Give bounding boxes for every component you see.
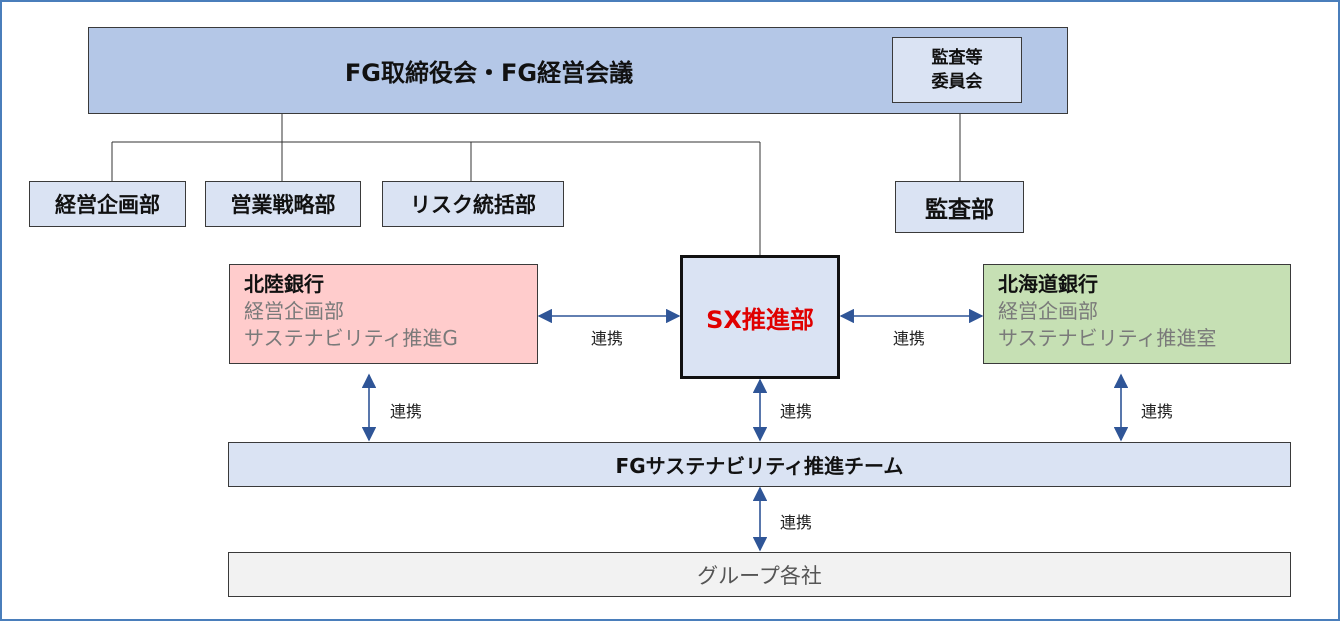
- audit-committee-line2: 委員会: [931, 72, 983, 92]
- collaboration-arrows: [361, 308, 1129, 552]
- fg-sustainability-team-box: FGサステナビリティ推進チーム: [228, 442, 1291, 487]
- dept-planning-box: 経営企画部: [29, 181, 186, 227]
- link-label-hokuriku-team: 連携: [390, 402, 423, 421]
- link-label-sx-team: 連携: [780, 402, 813, 421]
- fg-board-title: FG取締役会・FG経営会議: [344, 59, 634, 87]
- hokkaido-bank-box: 北海道銀行 経営企画部 サステナビリティ推進室: [983, 264, 1291, 364]
- hokuriku-bank-name: 北陸銀行: [244, 272, 324, 296]
- dept-risk-box: リスク統括部: [382, 181, 564, 227]
- sx-dept-box: SX推進部: [680, 255, 840, 379]
- org-tree-lines: [111, 103, 961, 255]
- hokkaido-bank-name: 北海道銀行: [998, 272, 1098, 296]
- audit-committee-line1: 監査等: [931, 48, 983, 68]
- dept-sales-box: 営業戦略部: [205, 181, 361, 227]
- hokkaido-bank-unit: サステナビリティ推進室: [998, 326, 1217, 350]
- hokuriku-bank-unit: サステナビリティ推進G: [244, 326, 458, 350]
- hokuriku-bank-box: 北陸銀行 経営企画部 サステナビリティ推進G: [229, 264, 538, 364]
- hokuriku-bank-dept: 経営企画部: [244, 299, 344, 323]
- link-label-sx-hokkaido: 連携: [893, 329, 926, 348]
- audit-committee-box: 監査等 委員会: [892, 37, 1022, 103]
- link-label-hokkaido-team: 連携: [1141, 402, 1174, 421]
- group-companies-box: グループ各社: [228, 552, 1291, 597]
- dept-audit-box: 監査部: [895, 181, 1024, 233]
- link-label-hokuriku-sx: 連携: [591, 329, 624, 348]
- link-label-team-group: 連携: [780, 513, 813, 532]
- hokkaido-bank-dept: 経営企画部: [998, 299, 1098, 323]
